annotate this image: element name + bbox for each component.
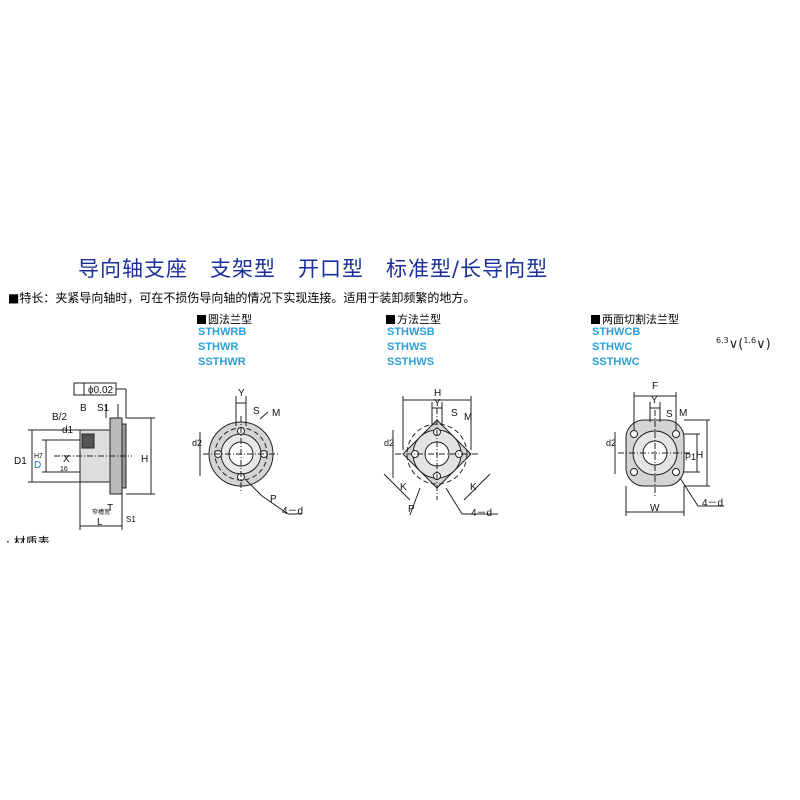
footer-material-label: · 材质表 bbox=[6, 535, 50, 543]
round-flange-view bbox=[199, 396, 302, 515]
dim-label: 16 bbox=[60, 466, 68, 473]
black-square-icon bbox=[386, 315, 395, 324]
dim-label: D bbox=[34, 460, 41, 471]
model-code: STHWSB bbox=[387, 326, 435, 338]
model-code: SSTHWR bbox=[198, 356, 246, 368]
dim-label: d1 bbox=[62, 425, 74, 436]
dim-label: d2 bbox=[192, 438, 202, 448]
model-code: SSTHWS bbox=[387, 356, 435, 368]
model-code: STHWRB bbox=[198, 326, 247, 338]
model-list-round: STHWRB STHWR SSTHWR bbox=[198, 325, 246, 370]
variant-header-cut: 两面切割法兰型 bbox=[591, 311, 679, 327]
dim-label: M bbox=[679, 408, 687, 419]
dim-label: 4－d bbox=[282, 506, 303, 517]
dim-label: d2 bbox=[384, 438, 394, 448]
dim-label: W bbox=[650, 503, 660, 514]
dim-label: P1 bbox=[685, 452, 696, 462]
model-code: STHWCB bbox=[592, 326, 641, 338]
dim-label: S1 bbox=[97, 403, 110, 414]
black-square-icon bbox=[591, 315, 600, 324]
dim-label: Y bbox=[238, 388, 245, 399]
dim-label: M bbox=[464, 412, 472, 423]
dim-label: S bbox=[666, 409, 673, 420]
side-view bbox=[28, 382, 155, 530]
black-square-icon bbox=[197, 315, 206, 324]
model-code: SSTHWC bbox=[592, 356, 640, 368]
flange-type-label: 两面切割法兰型 bbox=[602, 313, 679, 326]
dim-label: 4－d bbox=[471, 508, 492, 519]
dim-label: Y bbox=[434, 398, 441, 409]
dim-label: F bbox=[652, 381, 658, 392]
dim-label: D1 bbox=[14, 456, 27, 467]
dim-label: P bbox=[270, 494, 277, 505]
dim-label: B/2 bbox=[52, 412, 67, 423]
flange-type-label: 方法兰型 bbox=[397, 313, 441, 326]
cut-flange-view bbox=[614, 392, 724, 516]
dim-label: 4－d bbox=[702, 498, 723, 509]
tolerance-label: ϕ0.02 bbox=[88, 385, 114, 396]
roughness-value: 6.3 bbox=[716, 336, 729, 345]
dim-label: K bbox=[400, 482, 407, 493]
flange-type-label: 圆法兰型 bbox=[208, 313, 252, 326]
model-list-cut: STHWCB STHWC SSTHWC bbox=[592, 325, 640, 370]
dim-label: K bbox=[470, 482, 477, 493]
tolerance-class: H7 bbox=[34, 453, 43, 460]
dim-label: B bbox=[80, 403, 87, 414]
square-flange-view bbox=[383, 396, 498, 516]
dim-label: X bbox=[63, 454, 70, 465]
roughness-value: 1.6 bbox=[743, 336, 757, 345]
dim-label: M bbox=[272, 408, 280, 419]
dim-label: S bbox=[253, 406, 260, 417]
model-list-square: STHWSB STHWS SSTHWS bbox=[387, 325, 435, 370]
model-code: STHWS bbox=[387, 341, 427, 353]
dim-label: L bbox=[97, 517, 103, 528]
dim-label: P bbox=[408, 504, 415, 515]
dim-label: Y bbox=[651, 395, 658, 406]
model-code: STHWR bbox=[198, 341, 239, 353]
dim-label: H bbox=[141, 454, 148, 465]
feature-description: ■特长：夹紧导向轴时，可在不损伤导向轴的情况下实现连接。适用于装卸频繁的地方。 bbox=[8, 291, 476, 305]
dim-label: d2 bbox=[606, 438, 616, 448]
variant-header-square: 方法兰型 bbox=[386, 311, 441, 327]
variant-header-round: 圆法兰型 bbox=[197, 311, 252, 327]
dim-label: S bbox=[451, 408, 458, 419]
model-code: STHWC bbox=[592, 341, 633, 353]
page-title: 导向轴支座 支架型 开口型 标准型/长导向型 bbox=[78, 257, 549, 281]
surface-roughness-symbol: 6.3∨(1.6∨) bbox=[716, 336, 771, 352]
dim-label: H bbox=[696, 450, 703, 461]
dim-label: 窄槽宽 bbox=[92, 508, 110, 516]
dim-label: H bbox=[434, 388, 441, 399]
dim-label: T bbox=[107, 503, 113, 514]
dim-label: S1 bbox=[126, 515, 136, 524]
